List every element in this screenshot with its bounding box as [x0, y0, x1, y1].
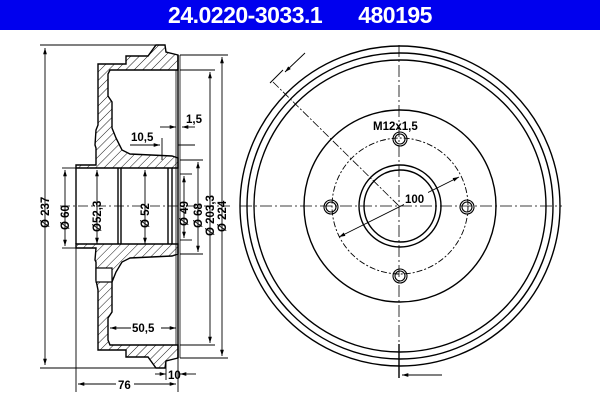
- dim-total-height: 76: [118, 380, 131, 392]
- stud-hole: [95, 267, 113, 283]
- dim-drum-inner: Ø 203,3: [205, 195, 217, 236]
- front-labels: M12x1,5 100: [373, 121, 428, 206]
- dim-outer-diameter: Ø 237: [40, 197, 52, 228]
- drum-section-bottom: [75, 243, 179, 369]
- section-view: [75, 44, 181, 369]
- dim-bore-2: Ø 52: [140, 203, 152, 228]
- reference-number: 480195: [358, 1, 432, 28]
- pcd-label: 100: [405, 194, 424, 206]
- title-bar: 24.0220-3033.1 480195: [0, 0, 600, 30]
- part-number: 24.0220-3033.1: [168, 1, 323, 28]
- dim-depth: 50,5: [132, 323, 155, 335]
- thread-label: M12x1,5: [373, 121, 418, 133]
- drum-section-top: [75, 44, 179, 169]
- dim-hub-diameter: Ø 60: [60, 205, 72, 230]
- section-dimensions: [40, 44, 228, 392]
- section-labels: Ø 237 Ø 60 Ø52,3 Ø 52 Ø 49 Ø 68 Ø 203,3 …: [40, 114, 229, 392]
- bolt-holes: [323, 131, 475, 284]
- dim-rim-width: 10: [168, 370, 181, 382]
- dim-bore-3: Ø 49: [179, 201, 191, 226]
- dim-offset-1: 10,5: [131, 132, 154, 144]
- dim-flange-diameter: Ø 68: [193, 202, 205, 228]
- dim-bore-1: Ø52,3: [92, 201, 104, 232]
- dim-drum-outer: Ø 224: [217, 200, 229, 232]
- dim-offset-2: 1,5: [186, 114, 203, 126]
- front-view: [239, 45, 562, 378]
